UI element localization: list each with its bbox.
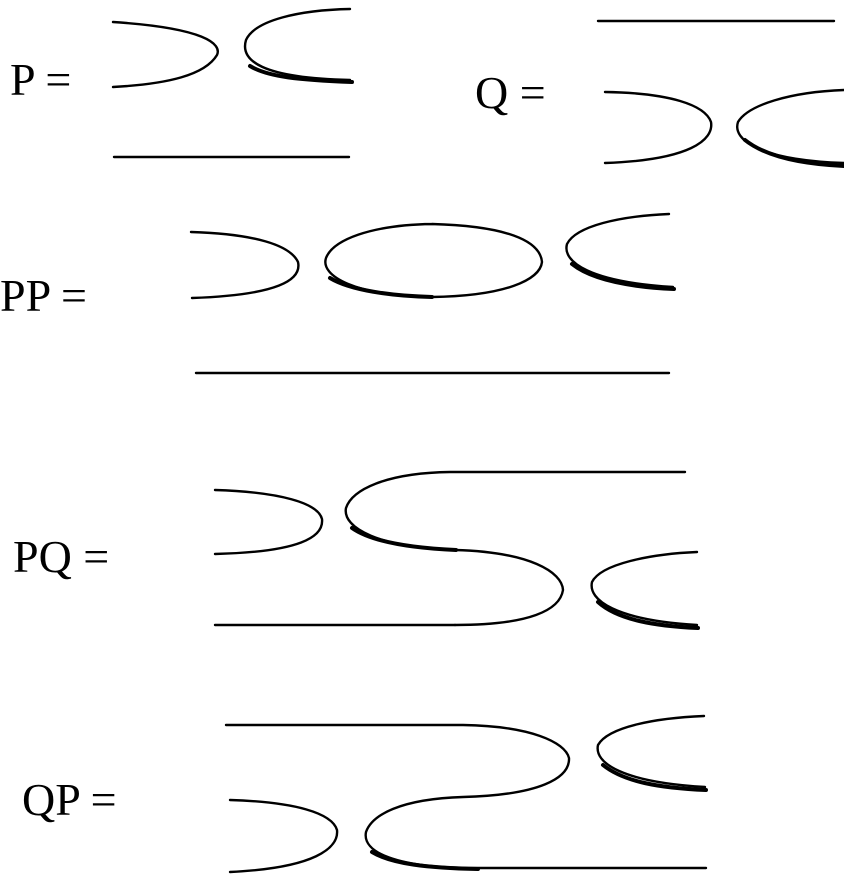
pp-cup-right-shadow xyxy=(570,262,676,291)
pp-loop-shadow xyxy=(328,276,434,299)
pq-cup-right xyxy=(590,550,699,627)
label-q: Q = xyxy=(475,67,546,118)
qp-cap-left xyxy=(228,798,339,874)
q-cup-right xyxy=(736,88,844,165)
diagram-qp: QP = xyxy=(22,714,708,874)
q-cap-left xyxy=(603,90,713,165)
qp-cup-right-shadow xyxy=(601,763,708,792)
pq-cup-right-shadow xyxy=(596,600,700,630)
qp-cup-right xyxy=(596,714,707,789)
pp-cap-left xyxy=(189,230,300,300)
pq-cap-left xyxy=(213,488,324,556)
pp-cup-right xyxy=(565,212,675,289)
diagram-q: Q = xyxy=(475,19,844,168)
diagram-pp: PP = xyxy=(0,212,676,375)
pp-closed-loop xyxy=(324,222,544,299)
label-qp: QP = xyxy=(22,774,117,825)
diagram-p: P = xyxy=(10,7,354,159)
q-cup-right-shadow xyxy=(743,138,844,168)
p-cup-right-shadow xyxy=(248,64,354,84)
diagram-pq: PQ = xyxy=(13,470,700,630)
pq-s-strand xyxy=(344,470,687,627)
qp-s-strand xyxy=(224,723,708,870)
pq-s-strand-shadow xyxy=(350,526,458,552)
p-cap-left xyxy=(111,20,219,89)
qp-s-strand-shadow xyxy=(370,850,480,871)
label-p: P = xyxy=(10,54,71,105)
p-cup-right xyxy=(243,7,352,82)
label-pq: PQ = xyxy=(13,531,109,582)
label-pp: PP = xyxy=(0,270,87,321)
